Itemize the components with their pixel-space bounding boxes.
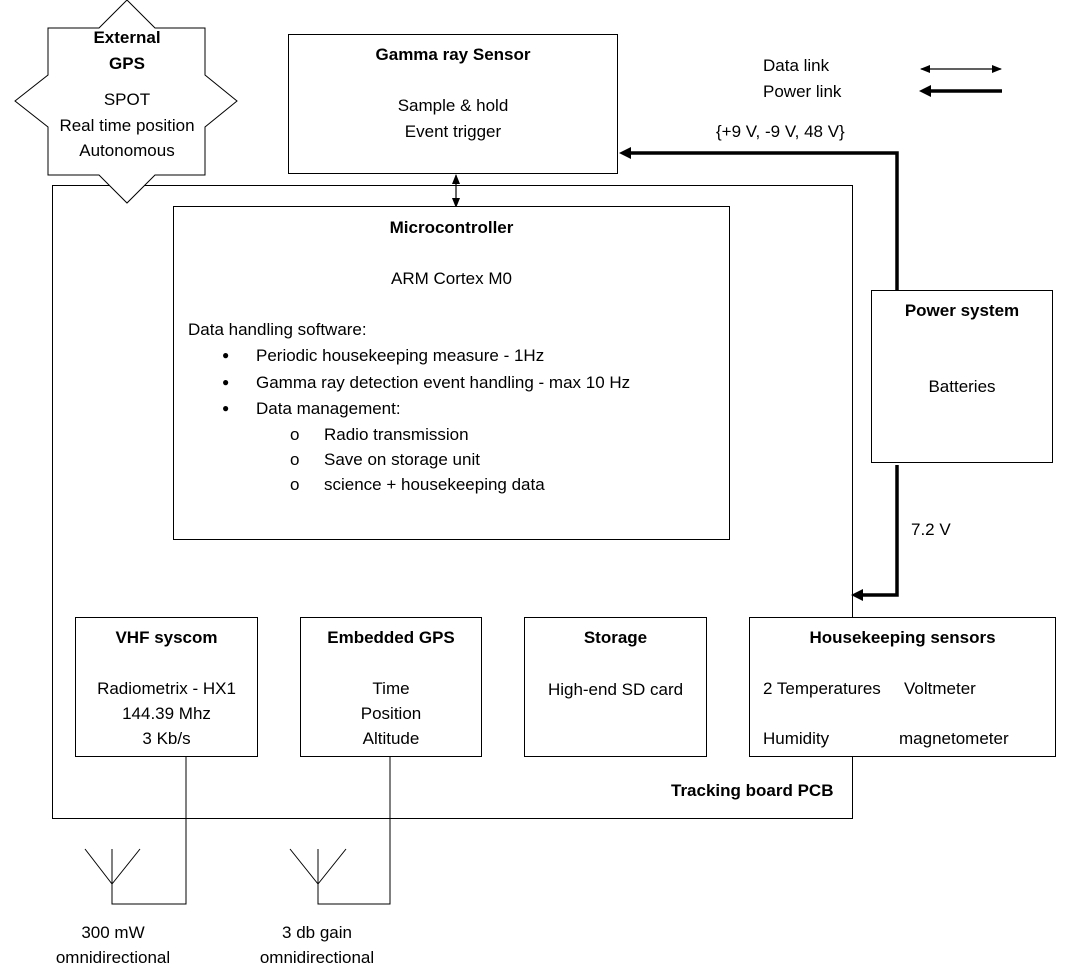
vhf-antenna-label-1: 300 mW [81, 923, 145, 942]
microcontroller-box: Microcontroller ARM Cortex M0 Data handl… [173, 206, 730, 540]
housekeeping-title: Housekeeping sensors [809, 628, 996, 647]
housekeeping-box: Housekeeping sensors 2 Temperatures Volt… [749, 617, 1056, 757]
vhf-antenna-icon [84, 848, 141, 885]
vhf-syscom-title: VHF syscom [115, 628, 218, 647]
external-gps-line-2: Real time position [59, 116, 195, 135]
gamma-sensor-title: Gamma ray Sensor [375, 45, 531, 64]
power-link-sensor-arrowhead [619, 147, 631, 159]
storage-line: High-end SD card [547, 680, 684, 699]
sub-bullet-item: Radio transmission [324, 425, 469, 444]
power-link-pcb-arrowhead [851, 589, 863, 601]
external-gps-line-1: SPOT [103, 90, 151, 109]
microcontroller-title: Microcontroller [389, 218, 514, 237]
embedded-gps-box: Embedded GPS Time Position Altitude [300, 617, 482, 757]
microcontroller-subtitle: ARM Cortex M0 [391, 269, 512, 288]
gamma-sensor-line-2: Event trigger [404, 122, 502, 141]
bullet-item: Gamma ray detection event handling - max… [256, 373, 631, 392]
software-heading: Data handling software: [188, 320, 367, 339]
embedded-gps-line-1: Time [372, 679, 410, 698]
external-gps-title: External [93, 28, 161, 47]
embedded-gps-line-2: Position [360, 704, 422, 723]
bullet-item: Data management: [256, 399, 401, 418]
power-voltage-label-bottom: 7.2 V [911, 520, 951, 539]
power-system-box: Power system Batteries [871, 290, 1053, 463]
vhf-line-1: Radiometrix - HX1 [97, 679, 236, 698]
housekeeping-humidity: Humidity [763, 729, 830, 748]
legend-data-link-label: Data link [763, 56, 830, 75]
embedded-gps-title: Embedded GPS [327, 628, 455, 647]
housekeeping-magnetometer: magnetometer [899, 729, 1009, 748]
bullet-dot: ● [222, 375, 230, 389]
sub-bullet-circle: o [290, 450, 300, 469]
embedded-gps-line-3: Altitude [362, 729, 420, 748]
sub-bullet-item: Save on storage unit [324, 450, 480, 469]
storage-title: Storage [583, 628, 648, 647]
sub-bullet-circle: o [290, 425, 300, 444]
gamma-sensor-line-1: Sample & hold [397, 96, 509, 115]
power-voltage-label-top: {+9 V, -9 V, 48 V} [716, 122, 845, 141]
vhf-antenna-label-2: omnidirectional [55, 948, 171, 967]
power-system-title: Power system [904, 301, 1020, 320]
gps-antenna-icon [289, 848, 347, 885]
gamma-sensor-box: Gamma ray Sensor Sample & hold Event tri… [288, 34, 618, 174]
vhf-line-2: 144.39 Mhz [122, 704, 211, 723]
external-gps-line-3: Autonomous [79, 141, 175, 160]
legend-power-link-arrowhead [919, 85, 931, 97]
gps-antenna-label-1: 3 db gain [282, 923, 352, 942]
bullet-dot: ● [222, 401, 230, 415]
vhf-antenna-wire [111, 757, 187, 905]
vhf-line-3: 3 Kb/s [142, 729, 191, 748]
sub-bullet-item: science + housekeeping data [324, 475, 545, 494]
pcb-label: Tracking board PCB [671, 781, 834, 800]
external-gps-title-line2: GPS [109, 54, 145, 73]
power-system-batteries: Batteries [928, 377, 996, 396]
vhf-syscom-box: VHF syscom Radiometrix - HX1 144.39 Mhz … [75, 617, 258, 757]
bullet-dot: ● [222, 348, 230, 362]
bullet-item: Periodic housekeeping measure - 1Hz [256, 346, 545, 365]
legend-power-link-label: Power link [763, 82, 842, 101]
power-link-to-pcb [863, 465, 899, 597]
housekeeping-voltmeter: Voltmeter [904, 679, 976, 698]
power-link-to-sensor [630, 151, 899, 291]
gps-antenna-wire [317, 757, 391, 905]
sub-bullet-circle: o [290, 475, 300, 494]
storage-box: Storage High-end SD card [524, 617, 707, 757]
external-gps-shape [14, 0, 238, 204]
gps-antenna-label-2: omnidirectional [259, 948, 375, 967]
housekeeping-temperatures: 2 Temperatures [763, 679, 881, 698]
